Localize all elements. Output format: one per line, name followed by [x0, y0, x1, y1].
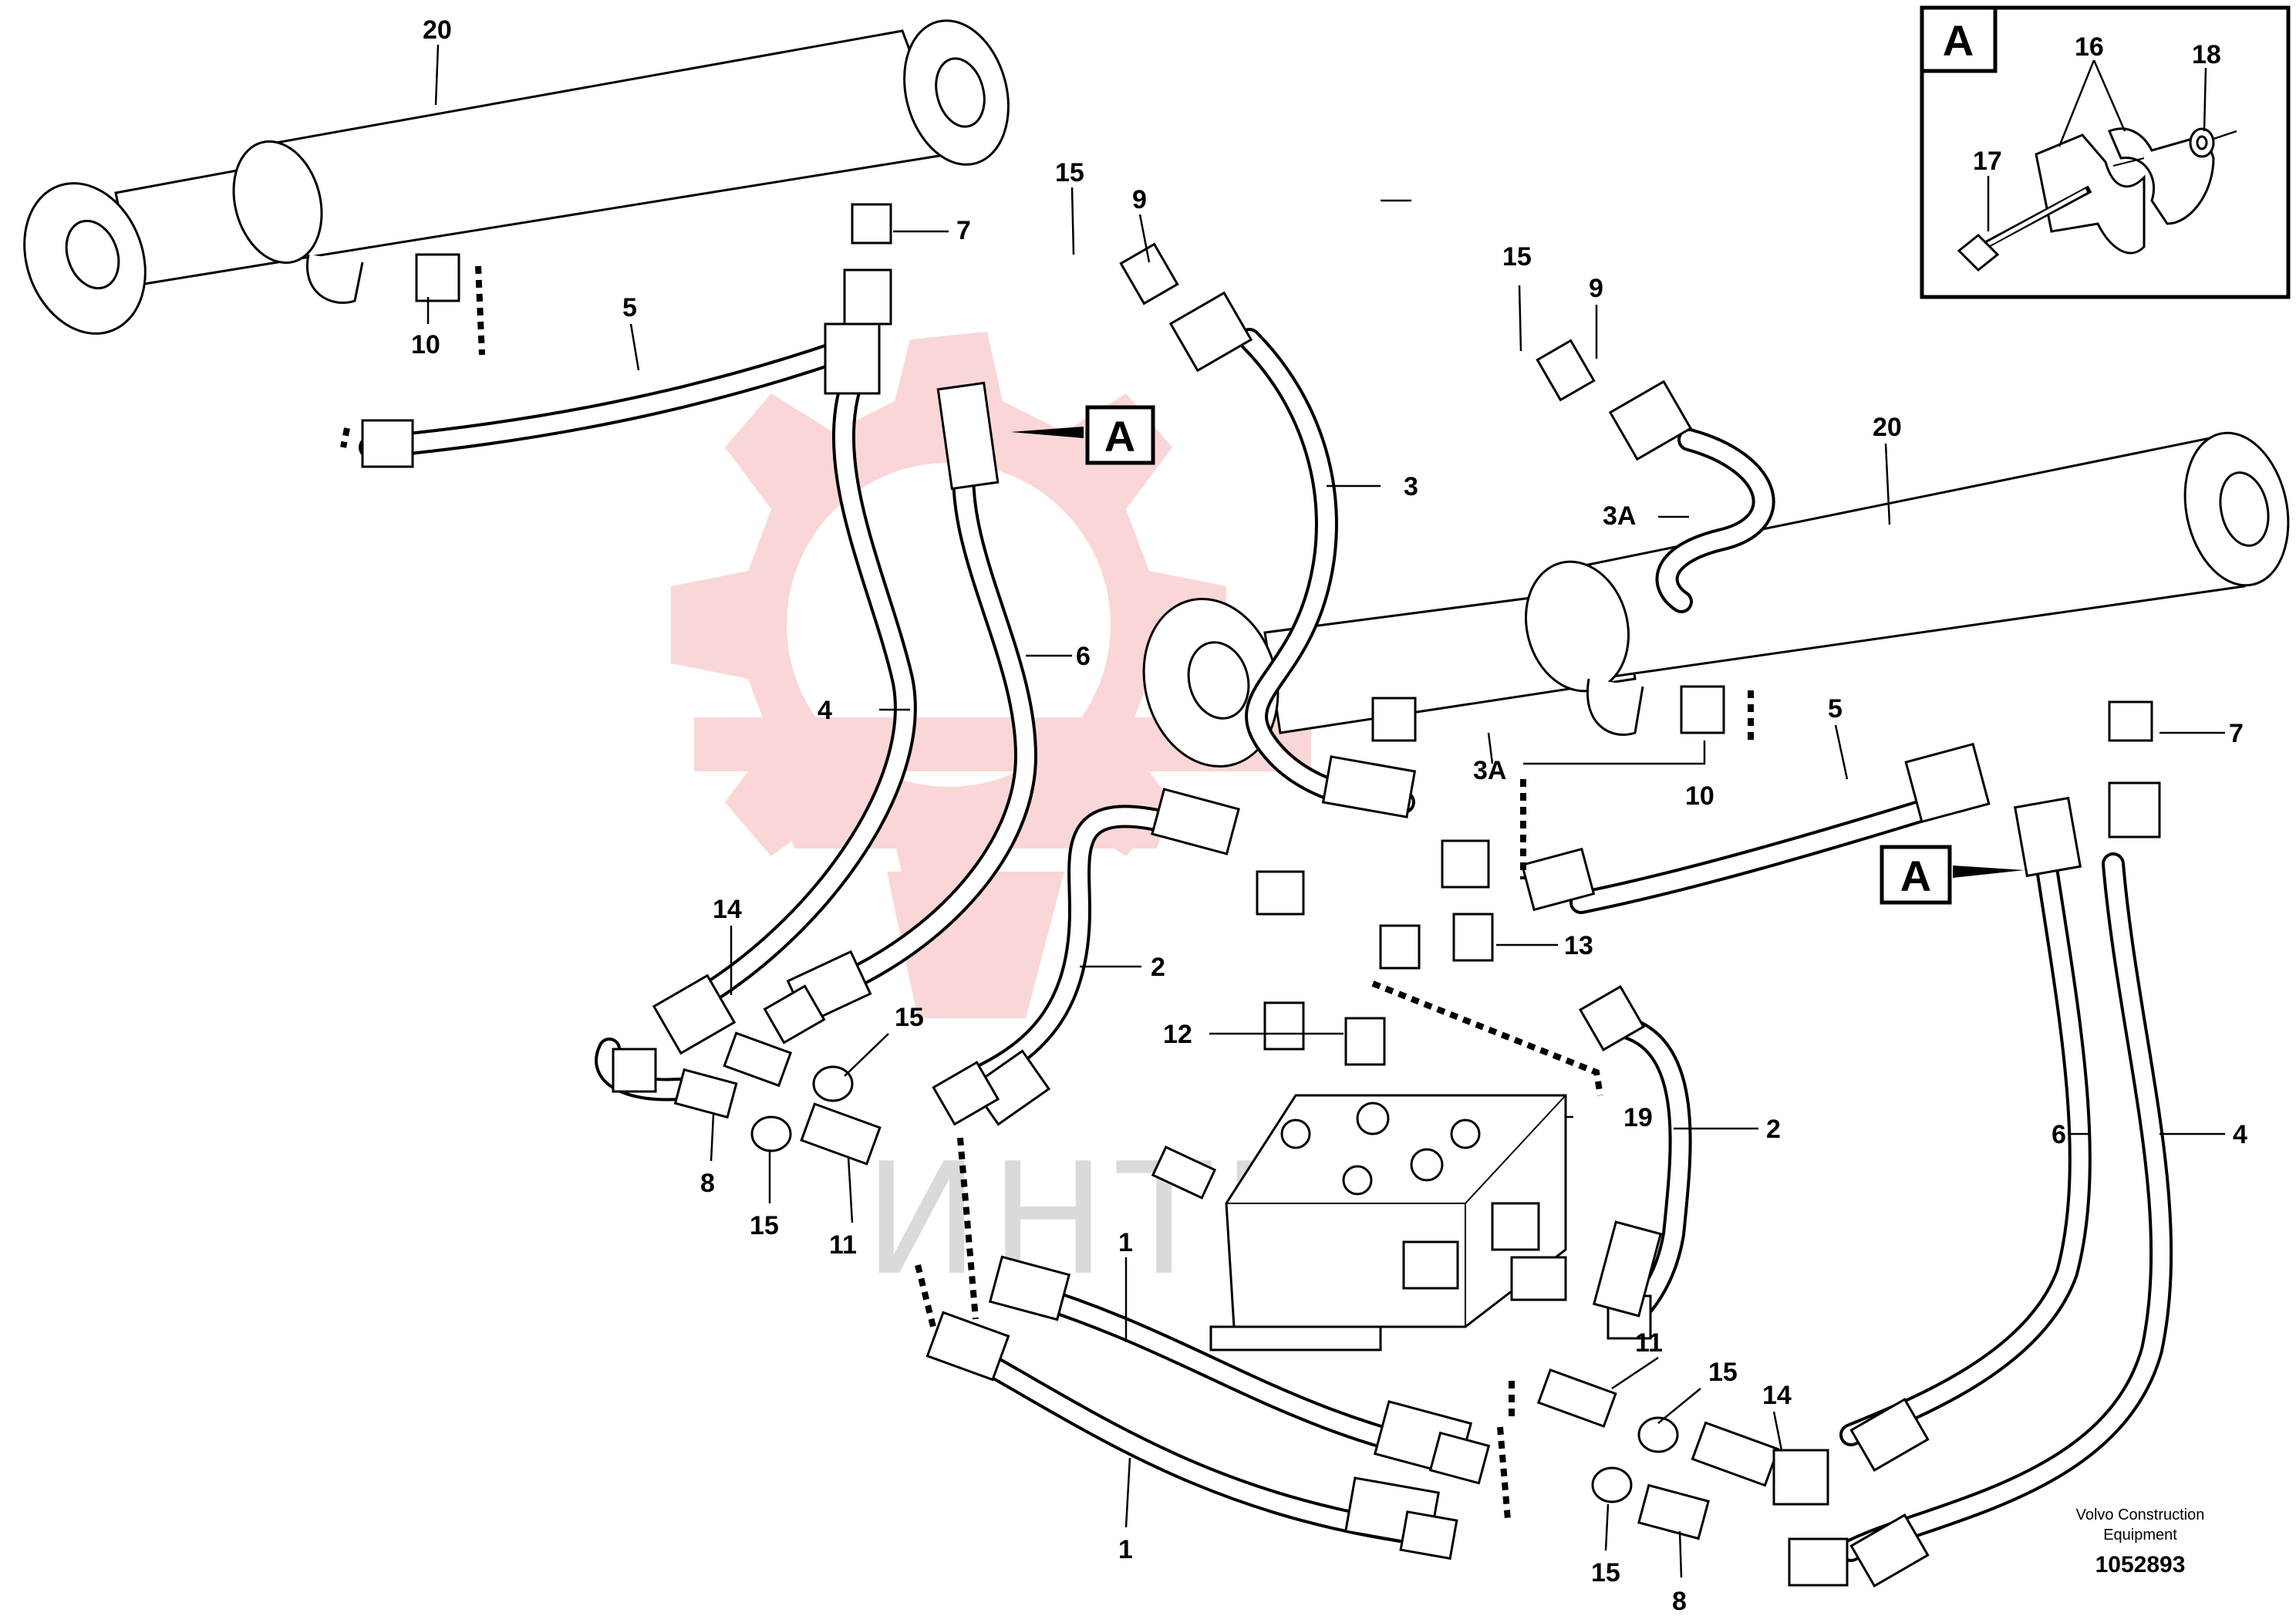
view-ref-label: A	[1104, 412, 1135, 461]
callout-7: 7	[956, 216, 971, 245]
leader-lines	[426, 44, 2225, 1578]
callout-15: 15	[1591, 1558, 1620, 1588]
callout-11: 11	[829, 1230, 857, 1260]
callout-15: 15	[1502, 242, 1532, 272]
callout-3A: 3A	[1473, 756, 1506, 785]
footer-credit: Volvo Construction Equipment 1052893	[2076, 1507, 2205, 1577]
credit-line-2: Equipment	[2103, 1527, 2177, 1544]
callout-15: 15	[895, 1003, 924, 1032]
callout-2: 2	[1766, 1115, 1781, 1144]
callout-3A: 3A	[1603, 501, 1636, 531]
detail-callout-18: 18	[2192, 40, 2221, 69]
callout-8: 8	[700, 1169, 715, 1198]
callout-9: 9	[1589, 274, 1603, 303]
callout-6: 6	[1076, 642, 1091, 671]
control-valve-block	[1151, 1094, 1567, 1351]
callout-15: 15	[750, 1211, 779, 1240]
hydraulic-cylinder-right	[1142, 431, 2290, 768]
callout-labels: 20 7 10 5 15 9 15 9 3 3A 20 6 4 3A 10 5 …	[411, 15, 2247, 1616]
callout-20: 20	[1873, 413, 1902, 442]
detail-callout-17: 17	[1973, 147, 2002, 176]
callout-4: 4	[2233, 1120, 2247, 1149]
callout-3: 3	[1404, 472, 1418, 501]
callout-10: 10	[411, 330, 440, 359]
view-ref-a-right: A	[1880, 845, 2025, 905]
callout-19: 19	[1623, 1103, 1653, 1132]
callout-14: 14	[713, 895, 742, 924]
callout-1: 1	[1118, 1535, 1133, 1564]
document-number: 1052893	[2095, 1552, 2186, 1577]
callout-7: 7	[2229, 719, 2244, 748]
callout-20: 20	[423, 15, 452, 45]
callout-11: 11	[1635, 1328, 1663, 1358]
detail-view-label: A	[1943, 16, 1974, 65]
clamp-drawing	[1957, 127, 2237, 272]
callout-13: 13	[1564, 931, 1593, 960]
callout-10: 10	[1685, 781, 1714, 811]
callout-5: 5	[1828, 694, 1843, 724]
view-ref-label: A	[1900, 852, 1931, 900]
detail-callout-16: 16	[2075, 32, 2104, 62]
callout-9: 9	[1132, 185, 1147, 214]
callout-8: 8	[1672, 1587, 1687, 1616]
callout-6: 6	[2052, 1120, 2066, 1149]
callout-1: 1	[1118, 1228, 1133, 1257]
callout-4: 4	[818, 696, 832, 725]
dashed-lines	[340, 265, 1754, 1520]
credit-line-1: Volvo Construction	[2076, 1507, 2205, 1523]
callout-14: 14	[1762, 1381, 1792, 1410]
fittings	[361, 203, 2161, 1588]
callout-15: 15	[1708, 1358, 1738, 1387]
hoses	[359, 328, 2173, 1562]
detail-view-a: A 16 18 17	[1920, 5, 2291, 299]
callout-15: 15	[1055, 158, 1084, 187]
view-ref-a-left: A	[1010, 405, 1155, 465]
callout-2: 2	[1151, 953, 1165, 982]
callout-5: 5	[622, 293, 637, 322]
hydraulic-cylinder-left	[23, 19, 1010, 335]
callout-12: 12	[1163, 1020, 1192, 1049]
